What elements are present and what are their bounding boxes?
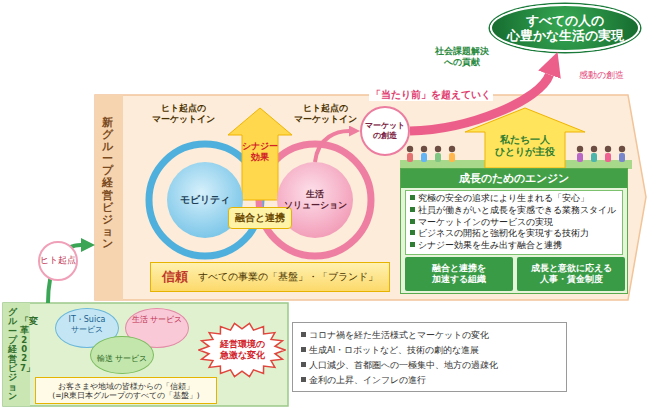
node-text: ビジネスの開拓と強靭化を実現する技術力 (418, 228, 589, 238)
node-text: 生成AI・ロボットなど、技術の劇的な進展 (309, 345, 479, 355)
node-text: 金利の上昇、インフレの進行 (309, 375, 426, 385)
starburst-outline (199, 323, 285, 376)
node-text: 究極の安全の追求により生まれる「安心」 (418, 193, 589, 203)
node-text: モビリティ (180, 194, 230, 206)
person-body (435, 153, 441, 162)
old-vision-panel-strip (3, 303, 30, 406)
person-head (421, 146, 427, 152)
person-head (619, 146, 625, 152)
node-text: お客さまや地域の皆様からの「信頼」 (=JR東日本グループのすべての「基盤」) (40, 382, 212, 400)
person-body (605, 153, 611, 162)
node-text: グループ経営ビジョン (8, 308, 17, 401)
person-head (577, 146, 583, 152)
change-starburst: 経営環境の 急激な変化 (198, 322, 286, 378)
node-text: マーケットインのサービスの実現 (418, 217, 553, 227)
person-head (435, 146, 441, 152)
bullet-square (301, 362, 306, 367)
node-text: 生活 ソリューション (281, 189, 349, 211)
node-text: 経営環境の 急激な変化 (208, 339, 276, 361)
bullet-square (301, 377, 306, 382)
free-label: 私たち一人 ひとりが主役 (490, 134, 560, 158)
person-body (449, 153, 455, 162)
free-label: シナジー効果 (242, 141, 278, 163)
node-text: 輸送 サービス (97, 354, 148, 364)
vision-panel: 新グループ経営ビジョンモビリティ 生活 ソリューション融合と連携信頼すべての事業の… (95, 95, 645, 300)
free-label: 社会課題解決 への貢献 (432, 46, 492, 68)
list-item: コロナ禍を経た生活様式とマーケットの変化 (301, 328, 558, 343)
node-text: マーケット の創造 (365, 121, 405, 140)
person-head (591, 146, 597, 152)
market-circle: マーケット の創造 (360, 106, 410, 156)
node-text: シナジー効果を生み出す融合と連携 (418, 240, 562, 250)
person-head (449, 146, 455, 152)
person-body (407, 153, 413, 162)
free-label: ヒト起点の マーケットイン (290, 103, 360, 125)
edge-label: ヒト起点 (38, 241, 78, 281)
person-body (421, 153, 427, 162)
bullet-square (410, 207, 415, 212)
bullet-square (301, 347, 306, 352)
list-item: 究極の安全の追求により生まれる「安心」 (410, 193, 618, 205)
hr-box: 成長と意欲に応える 人事・賃金制度 (517, 257, 625, 291)
node-text: 「変革2027」 (20, 317, 29, 373)
list-item: マーケットインのサービスの実現 (410, 217, 618, 229)
organization-box: 融合と連携を 加速する組織 (405, 257, 513, 291)
list-item: ビジネスの開拓と強靭化を実現する技術力 (410, 228, 618, 240)
free-label: ヒト起点の マーケットイン (148, 103, 218, 125)
edge-label-text: ヒト起点 (40, 255, 76, 266)
bullet-square (410, 195, 415, 200)
list-item: 社員が働きがいと成長を実感できる業務スタイル (410, 205, 618, 217)
node-text: すべての事業の「基盤」・「ブランド」 (198, 271, 378, 283)
person-head (605, 146, 611, 152)
bullet-square (410, 219, 415, 224)
trust-base-box: お客さまや地域の皆様からの「信頼」 (=JR東日本グループのすべての「基盤」) (35, 377, 217, 404)
person-body (619, 153, 625, 162)
vision-panel-strip (95, 95, 123, 300)
person-body (577, 153, 583, 162)
node-text: 生活 サービス (132, 315, 183, 325)
list-item: 生成AI・ロボットなど、技術の劇的な進展 (301, 343, 558, 358)
node-text: 人口減少、首都圏への一極集中、地方の過疎化 (309, 360, 498, 370)
fusion-box: 融合と連携 (228, 207, 292, 229)
trend-list-box: コロナ禍を経た生活様式とマーケットの変化生成AI・ロボットなど、技術の劇的な進展… (292, 322, 567, 392)
engine-block: 成長のためのエンジン究極の安全の追求により生まれる「安心」社員が働きがいと成長を… (400, 168, 628, 294)
vision-panel-shape (95, 95, 646, 300)
person-head (407, 146, 413, 152)
node-text: 融合と連携 (235, 212, 285, 223)
bullet-square (410, 242, 415, 247)
person-body (591, 153, 597, 162)
node-text: 信頼 (162, 269, 188, 285)
node-text: すべての人の 心豊かな生活の実現 (504, 13, 626, 43)
engine-list: 究極の安全の追求により生まれる「安心」社員が働きがいと成長を実感できる業務スタイ… (405, 190, 623, 255)
trust-band: 信頼すべての事業の「基盤」・「ブランド」 (150, 262, 390, 292)
bullet-square (301, 332, 306, 337)
node-text: IT・Suica サービス (56, 315, 118, 334)
old-vision-panel-shape (3, 303, 288, 406)
free-label: 感動の創造 (574, 70, 628, 81)
edge-label-text: 「当たり前」を超えていく (371, 89, 491, 100)
node-text: 成長と意欲に応える 人事・賃金制度 (521, 263, 621, 285)
list-item: シナジー効果を生み出す融合と連携 (410, 240, 618, 252)
node-text: 融合と連携を 加速する組織 (409, 263, 509, 285)
node-text: 成長のためのエンジン (401, 169, 627, 188)
transport-ellipse: 輸送 サービス (90, 336, 154, 374)
bullet-square (410, 230, 415, 235)
node-text: 社員が働きがいと成長を実感できる業務スタイル (418, 205, 616, 215)
list-item: 金利の上昇、インフレの進行 (301, 373, 558, 388)
node-text: 新グループ経営ビジョン (102, 117, 113, 250)
node-text: コロナ禍を経た生活様式とマーケットの変化 (309, 330, 489, 340)
connector-arrow (410, 75, 549, 131)
goal-ellipse: すべての人の 心豊かな生活の実現 (490, 4, 640, 52)
edge-label: 「当たり前」を超えていく (369, 89, 493, 101)
list-item: 人口減少、首都圏への一極集中、地方の過疎化 (301, 358, 558, 373)
connector-arrow (315, 131, 349, 162)
